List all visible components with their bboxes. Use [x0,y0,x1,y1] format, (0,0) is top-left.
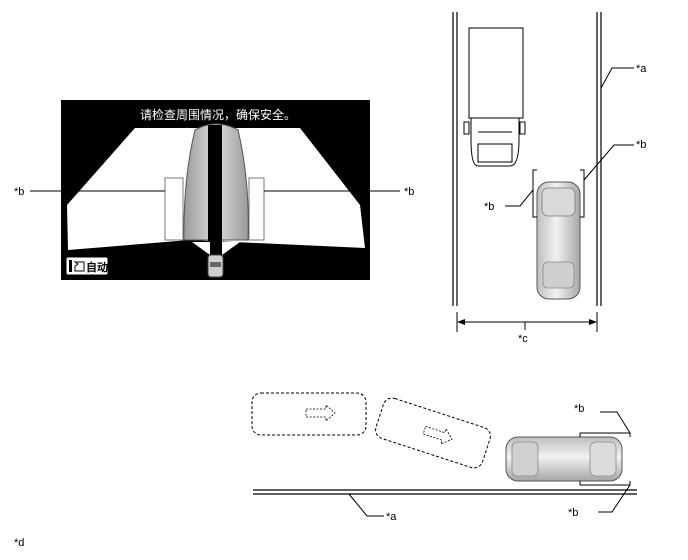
camera-icon [73,261,85,272]
dim-c-arrow-left [457,319,465,325]
vehicle-icon-window [210,262,221,267]
truck-windshield [477,143,513,163]
truck-mirror-left [463,121,470,135]
truck-mirror-right [519,121,526,135]
label-b-monitor-right: *b [404,186,414,198]
center-divider [208,125,222,242]
label-b-bottom-top: *b [574,403,584,415]
leader-b-top-right [583,144,634,181]
ghost-vehicle-1-arrow [305,404,336,422]
ghost-vehicle-1-body [251,392,367,436]
ghost-vehicle-2 [375,397,491,469]
auto-button[interactable]: 自动 [65,256,109,276]
label-b-top-left: *b [484,201,494,213]
own-vehicle-top [532,169,585,300]
own-vehicle-side-rear [511,441,539,477]
guide-triangle-right [222,242,240,255]
label-a-bottom: *a [386,511,397,523]
ghost-vehicle-2-body [375,397,491,469]
bracket-right [580,169,585,218]
own-vehicle-side [505,432,631,486]
guide-triangle-left [192,242,210,255]
own-vehicle-hood [541,187,576,217]
label-d: *d [14,537,24,549]
bracket-bottom [579,481,631,486]
label-b-bottom: *b [568,507,578,519]
label-a-top: *a [636,63,647,75]
leader-a-bottom [348,493,384,517]
side-guide-right [248,177,265,241]
own-vehicle-roof [542,261,575,289]
bracket-left [532,169,537,218]
leader-b-bottom [598,484,631,513]
auto-button-label: 自动 [86,260,108,274]
bracket-top [579,432,631,437]
monitor-screen: 请检查周围情况，确保安全。 自动 [61,100,370,280]
ghost-vehicle-2-arrow [422,425,453,445]
monitor-message: 请检查周围情况，确保安全。 [140,107,296,122]
ghost-vehicle-1 [251,392,367,436]
auto-button-bar [69,260,72,272]
leader-b-bottom-top [600,411,631,434]
dim-c-arrow-right [589,319,597,325]
top-view-parking: *c *a *b *b [452,12,647,345]
label-b-top-right: *b [636,139,646,151]
side-guide-left [164,177,184,241]
label-b-monitor-left: *b [14,186,24,198]
label-c: *c [518,333,528,345]
truck-cargo [468,27,524,119]
leader-a-top [600,67,634,89]
own-vehicle-side-hood [589,441,617,477]
bottom-parking-sequence: *b *b *a [251,392,637,523]
leader-b-top-left [505,189,534,207]
parked-truck [463,27,526,167]
